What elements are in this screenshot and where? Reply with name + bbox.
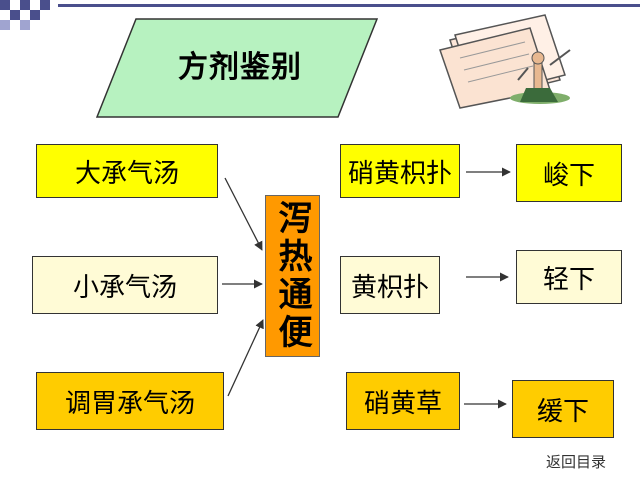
top-divider <box>58 4 640 7</box>
formula-box-1: 大承气汤 <box>36 144 218 198</box>
checker-pattern-icon <box>0 0 50 30</box>
ingredient-box-1: 硝黄枳扑 <box>340 144 460 198</box>
page-title: 方剂鉴别 <box>178 50 302 85</box>
ingredient-box-3: 硝黄草 <box>346 372 460 430</box>
intensity-box-2: 轻下 <box>516 250 622 304</box>
intensity-box-1: 峻下 <box>516 144 622 202</box>
papers-with-figure-icon <box>439 14 571 109</box>
arrow-3-to-center <box>227 319 264 397</box>
formula-box-3: 调胃承气汤 <box>36 372 224 430</box>
center-effect-label: 泻热通便 <box>272 200 312 352</box>
formula-box-2: 小承气汤 <box>32 256 218 314</box>
ingredient-box-2: 黄枳扑 <box>340 256 440 314</box>
return-to-contents-link[interactable]: 返回目录 <box>546 453 607 471</box>
intensity-box-3: 缓下 <box>512 380 614 438</box>
center-effect-box: 泻热通便 <box>265 195 320 357</box>
title-banner <box>96 18 378 118</box>
arrow-1-to-center <box>224 177 263 251</box>
